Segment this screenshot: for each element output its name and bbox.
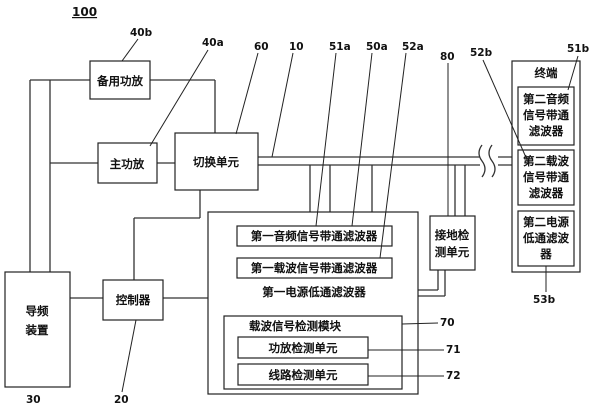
line-detect-unit: 线路检测单元 xyxy=(237,363,369,386)
switch-unit-label: 切换单元 xyxy=(193,155,239,169)
ref-72: 72 xyxy=(446,370,461,382)
ref-20: 20 xyxy=(114,394,129,406)
ref-71: 71 xyxy=(446,344,461,356)
terminal-block: 终端 第二音频 信号带通 滤波器 第二载波 信号带通 滤波器 第二电源 低通滤波… xyxy=(511,60,581,273)
ground-detect-label-line1: 接地检 xyxy=(435,228,470,242)
ref-51a: 51a xyxy=(329,41,351,53)
ref-50a: 50a xyxy=(366,41,388,53)
line-detect-unit-label: 线路检测单元 xyxy=(269,368,338,382)
first-filter-2: 第一载波信号带通滤波器 xyxy=(236,257,393,279)
terminal-title: 终端 xyxy=(535,66,558,80)
ref-80: 80 xyxy=(440,51,455,63)
ref-51b: 51b xyxy=(567,43,590,55)
ground-detect-block: 接地检 测单元 xyxy=(429,215,476,271)
terminal-filter-2-line2: 信号带通 xyxy=(523,170,569,184)
amp-detect-unit: 功放检测单元 xyxy=(237,336,369,359)
ref-60: 60 xyxy=(254,41,269,53)
terminal-filter-1: 第二音频 信号带通 滤波器 xyxy=(517,86,575,146)
figure-label: 100 xyxy=(72,5,97,19)
first-filter-1-label: 第一音频信号带通滤波器 xyxy=(251,229,378,243)
guide-device-label-line2: 装置 xyxy=(25,323,49,337)
backup-amp-label: 备用功放 xyxy=(96,74,143,88)
switch-unit-block: 切换单元 xyxy=(174,132,259,191)
ref-53b: 53b xyxy=(533,294,556,306)
main-amp-label: 主功放 xyxy=(110,157,145,171)
guide-device-label-line1: 导频 xyxy=(26,304,49,318)
controller-label: 控制器 xyxy=(116,293,151,307)
ref-52b: 52b xyxy=(470,47,493,59)
first-filter-3-label: 第一电源低通滤波器 xyxy=(262,285,366,299)
line-break-symbol xyxy=(478,144,496,178)
terminal-filter-3-line3: 器 xyxy=(539,247,552,261)
backup-amp-block: 备用功放 xyxy=(89,60,151,100)
first-filter-3: 第一电源低通滤波器 xyxy=(262,285,366,299)
terminal-filter-2-line1: 第二载波 xyxy=(523,154,569,168)
terminal-filter-2: 第二载波 信号带通 滤波器 xyxy=(517,149,575,206)
terminal-filter-1-line2: 信号带通 xyxy=(523,108,569,122)
ref-40b: 40b xyxy=(130,27,153,39)
carrier-module-label: 载波信号检测模块 xyxy=(249,319,341,333)
ref-70: 70 xyxy=(440,317,455,329)
main-amp-block: 主功放 xyxy=(97,142,158,184)
controller-block: 控制器 xyxy=(102,279,164,321)
first-filter-1: 第一音频信号带通滤波器 xyxy=(236,225,393,247)
terminal-filter-3-line2: 低通滤波 xyxy=(522,231,569,245)
terminal-filter-3-line1: 第二电源 xyxy=(523,215,569,229)
ref-40a: 40a xyxy=(202,37,224,49)
guide-device-block: 导频 装置 xyxy=(4,271,71,388)
terminal-filter-2-line3: 滤波器 xyxy=(529,186,564,200)
first-filter-2-label: 第一载波信号带通滤波器 xyxy=(251,261,378,275)
terminal-filter-1-line3: 滤波器 xyxy=(529,124,564,138)
connection-lines xyxy=(29,79,518,299)
ground-detect-label-line2: 测单元 xyxy=(435,245,470,259)
carrier-detect-module: 载波信号检测模块 功放检测单元 线路检测单元 xyxy=(223,315,403,390)
ref-30: 30 xyxy=(26,394,41,406)
terminal-filter-1-line1: 第二音频 xyxy=(523,92,569,106)
reference-labels: 40b 40a 60 10 51a 50a 52a 80 52b 51b 53b… xyxy=(26,27,590,406)
ref-10: 10 xyxy=(289,41,304,53)
ref-52a: 52a xyxy=(402,41,424,53)
amp-detect-unit-label: 功放检测单元 xyxy=(269,341,338,355)
terminal-filter-3: 第二电源 低通滤波 器 xyxy=(517,210,575,267)
